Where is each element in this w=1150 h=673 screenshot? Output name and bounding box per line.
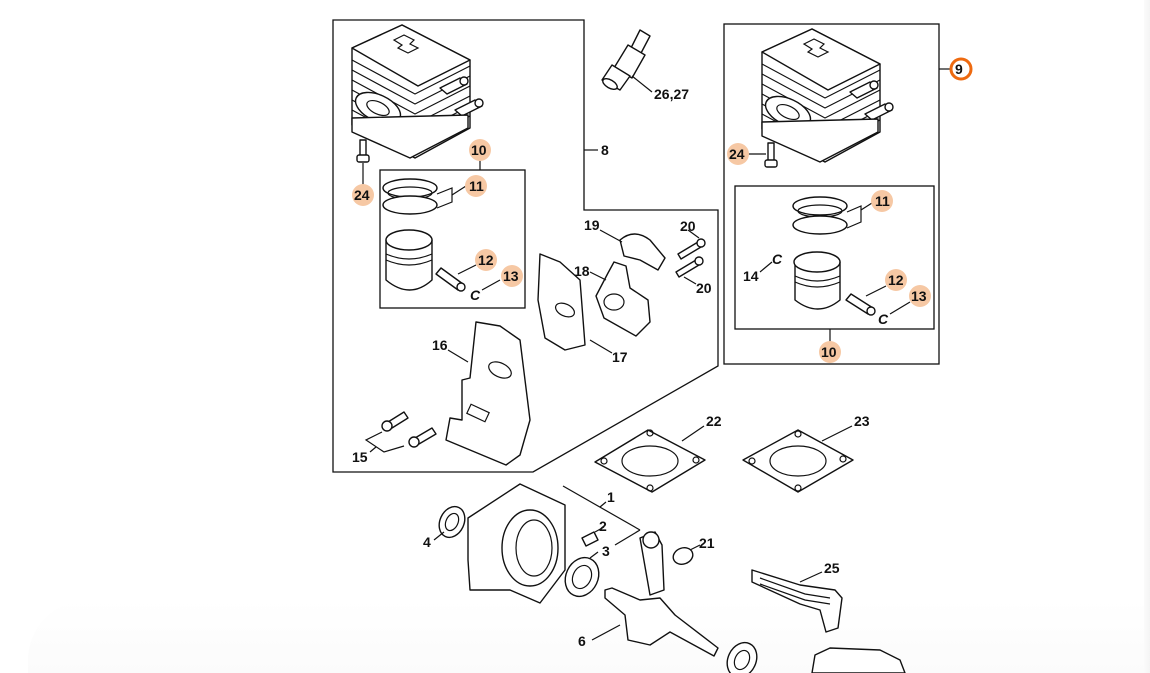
crankshaft-6: 6 — [578, 531, 719, 657]
callout-25[interactable]: 25 — [824, 560, 840, 576]
needle-cage-21: 21 — [672, 535, 715, 565]
cylinder-right — [761, 28, 894, 163]
callout-21[interactable]: 21 — [699, 535, 715, 551]
callout-9[interactable]: 9 — [955, 61, 963, 77]
callout-16[interactable]: 16 — [432, 337, 448, 353]
callout-24-right[interactable]: 24 — [729, 146, 745, 162]
callout-3[interactable]: 3 — [602, 543, 610, 559]
group-frame-10-left — [379, 169, 526, 309]
piston-group-left: 10 11 12 C 13 — [379, 139, 526, 309]
cylinder-group-left: 8 — [332, 19, 719, 473]
background-shade — [28, 600, 1150, 673]
heat-shield-16: 16 — [432, 321, 531, 466]
callout-26-27[interactable]: 26,27 — [654, 86, 689, 102]
callout-17[interactable]: 17 — [612, 349, 628, 365]
callout-22[interactable]: 22 — [706, 413, 722, 429]
cylinder-top — [351, 24, 471, 87]
callout-4[interactable]: 4 — [423, 534, 431, 550]
badge-11-left — [465, 175, 487, 197]
bracket-bottom — [811, 647, 906, 673]
group-frame-9 — [723, 23, 940, 365]
screws-20: 20 20 — [675, 218, 712, 296]
callout-1[interactable]: 1 — [607, 489, 615, 505]
callout-10-right[interactable]: 10 — [821, 344, 837, 360]
gasket-17: 17 — [537, 253, 628, 365]
screw-24-left: 24 — [352, 139, 374, 206]
crankcase-1: 1 — [467, 483, 641, 604]
spark-plug: 26,27 — [601, 29, 689, 102]
callout-23[interactable]: 23 — [854, 413, 870, 429]
callout-18[interactable]: 18 — [574, 263, 590, 279]
badge-13-right — [909, 285, 931, 307]
callout-6[interactable]: 6 — [578, 633, 586, 649]
callout-12-right[interactable]: 12 — [888, 272, 904, 288]
callout-20-bottom[interactable]: 20 — [696, 280, 712, 296]
badge-12-left — [475, 249, 497, 271]
callout-8[interactable]: 8 — [601, 142, 609, 158]
cylinder-group-right: 9 — [723, 23, 973, 365]
screw-24-right: 24 — [727, 142, 778, 168]
badge-12-right — [885, 269, 907, 291]
callout-20-top[interactable]: 20 — [680, 218, 696, 234]
badge-13-left — [501, 265, 523, 287]
circlip-13-right: C — [878, 311, 889, 327]
badge-10-left — [469, 139, 491, 161]
oil-seal-bottom — [726, 641, 758, 673]
piston-group-right: 10 11 C 14 12 C 13 — [734, 185, 935, 363]
badge-9-highlighted[interactable] — [949, 57, 973, 81]
callout-14[interactable]: 14 — [743, 268, 759, 284]
badge-24-left — [352, 184, 374, 206]
spring-plate-25: 25 — [751, 560, 843, 633]
ball-bearing-3: 3 — [564, 529, 641, 598]
callout-10-left[interactable]: 10 — [471, 142, 487, 158]
cylinder-gasket-23: 23 — [742, 413, 870, 493]
group-frame-8 — [332, 19, 719, 473]
screws-15: 15 — [352, 411, 437, 465]
cylinder-left — [351, 24, 484, 159]
circlip-13-left: C — [470, 287, 481, 303]
dowel-pin-2: 2 — [581, 518, 607, 547]
callout-15[interactable]: 15 — [352, 449, 368, 465]
callout-11-left[interactable]: 11 — [469, 178, 484, 194]
baffle-19: 19 — [584, 217, 666, 271]
badge-24-right — [727, 143, 749, 165]
oil-seal-4: 4 — [423, 505, 466, 550]
group-frame-10-right — [734, 185, 935, 330]
callout-12-left[interactable]: 12 — [478, 252, 494, 268]
callout-13-left[interactable]: 13 — [503, 268, 519, 284]
badge-10-right — [819, 341, 841, 363]
scrollbar-track — [1144, 0, 1150, 673]
badge-11-right — [871, 190, 893, 212]
callout-13-right[interactable]: 13 — [911, 288, 927, 304]
callout-11-right[interactable]: 11 — [875, 193, 890, 209]
callout-24-left[interactable]: 24 — [354, 187, 370, 203]
circlip-14: C — [772, 251, 783, 267]
manifold-18: 18 — [574, 261, 651, 337]
callout-19[interactable]: 19 — [584, 217, 600, 233]
callout-2[interactable]: 2 — [599, 518, 607, 534]
cylinder-gasket-22: 22 — [594, 413, 722, 493]
